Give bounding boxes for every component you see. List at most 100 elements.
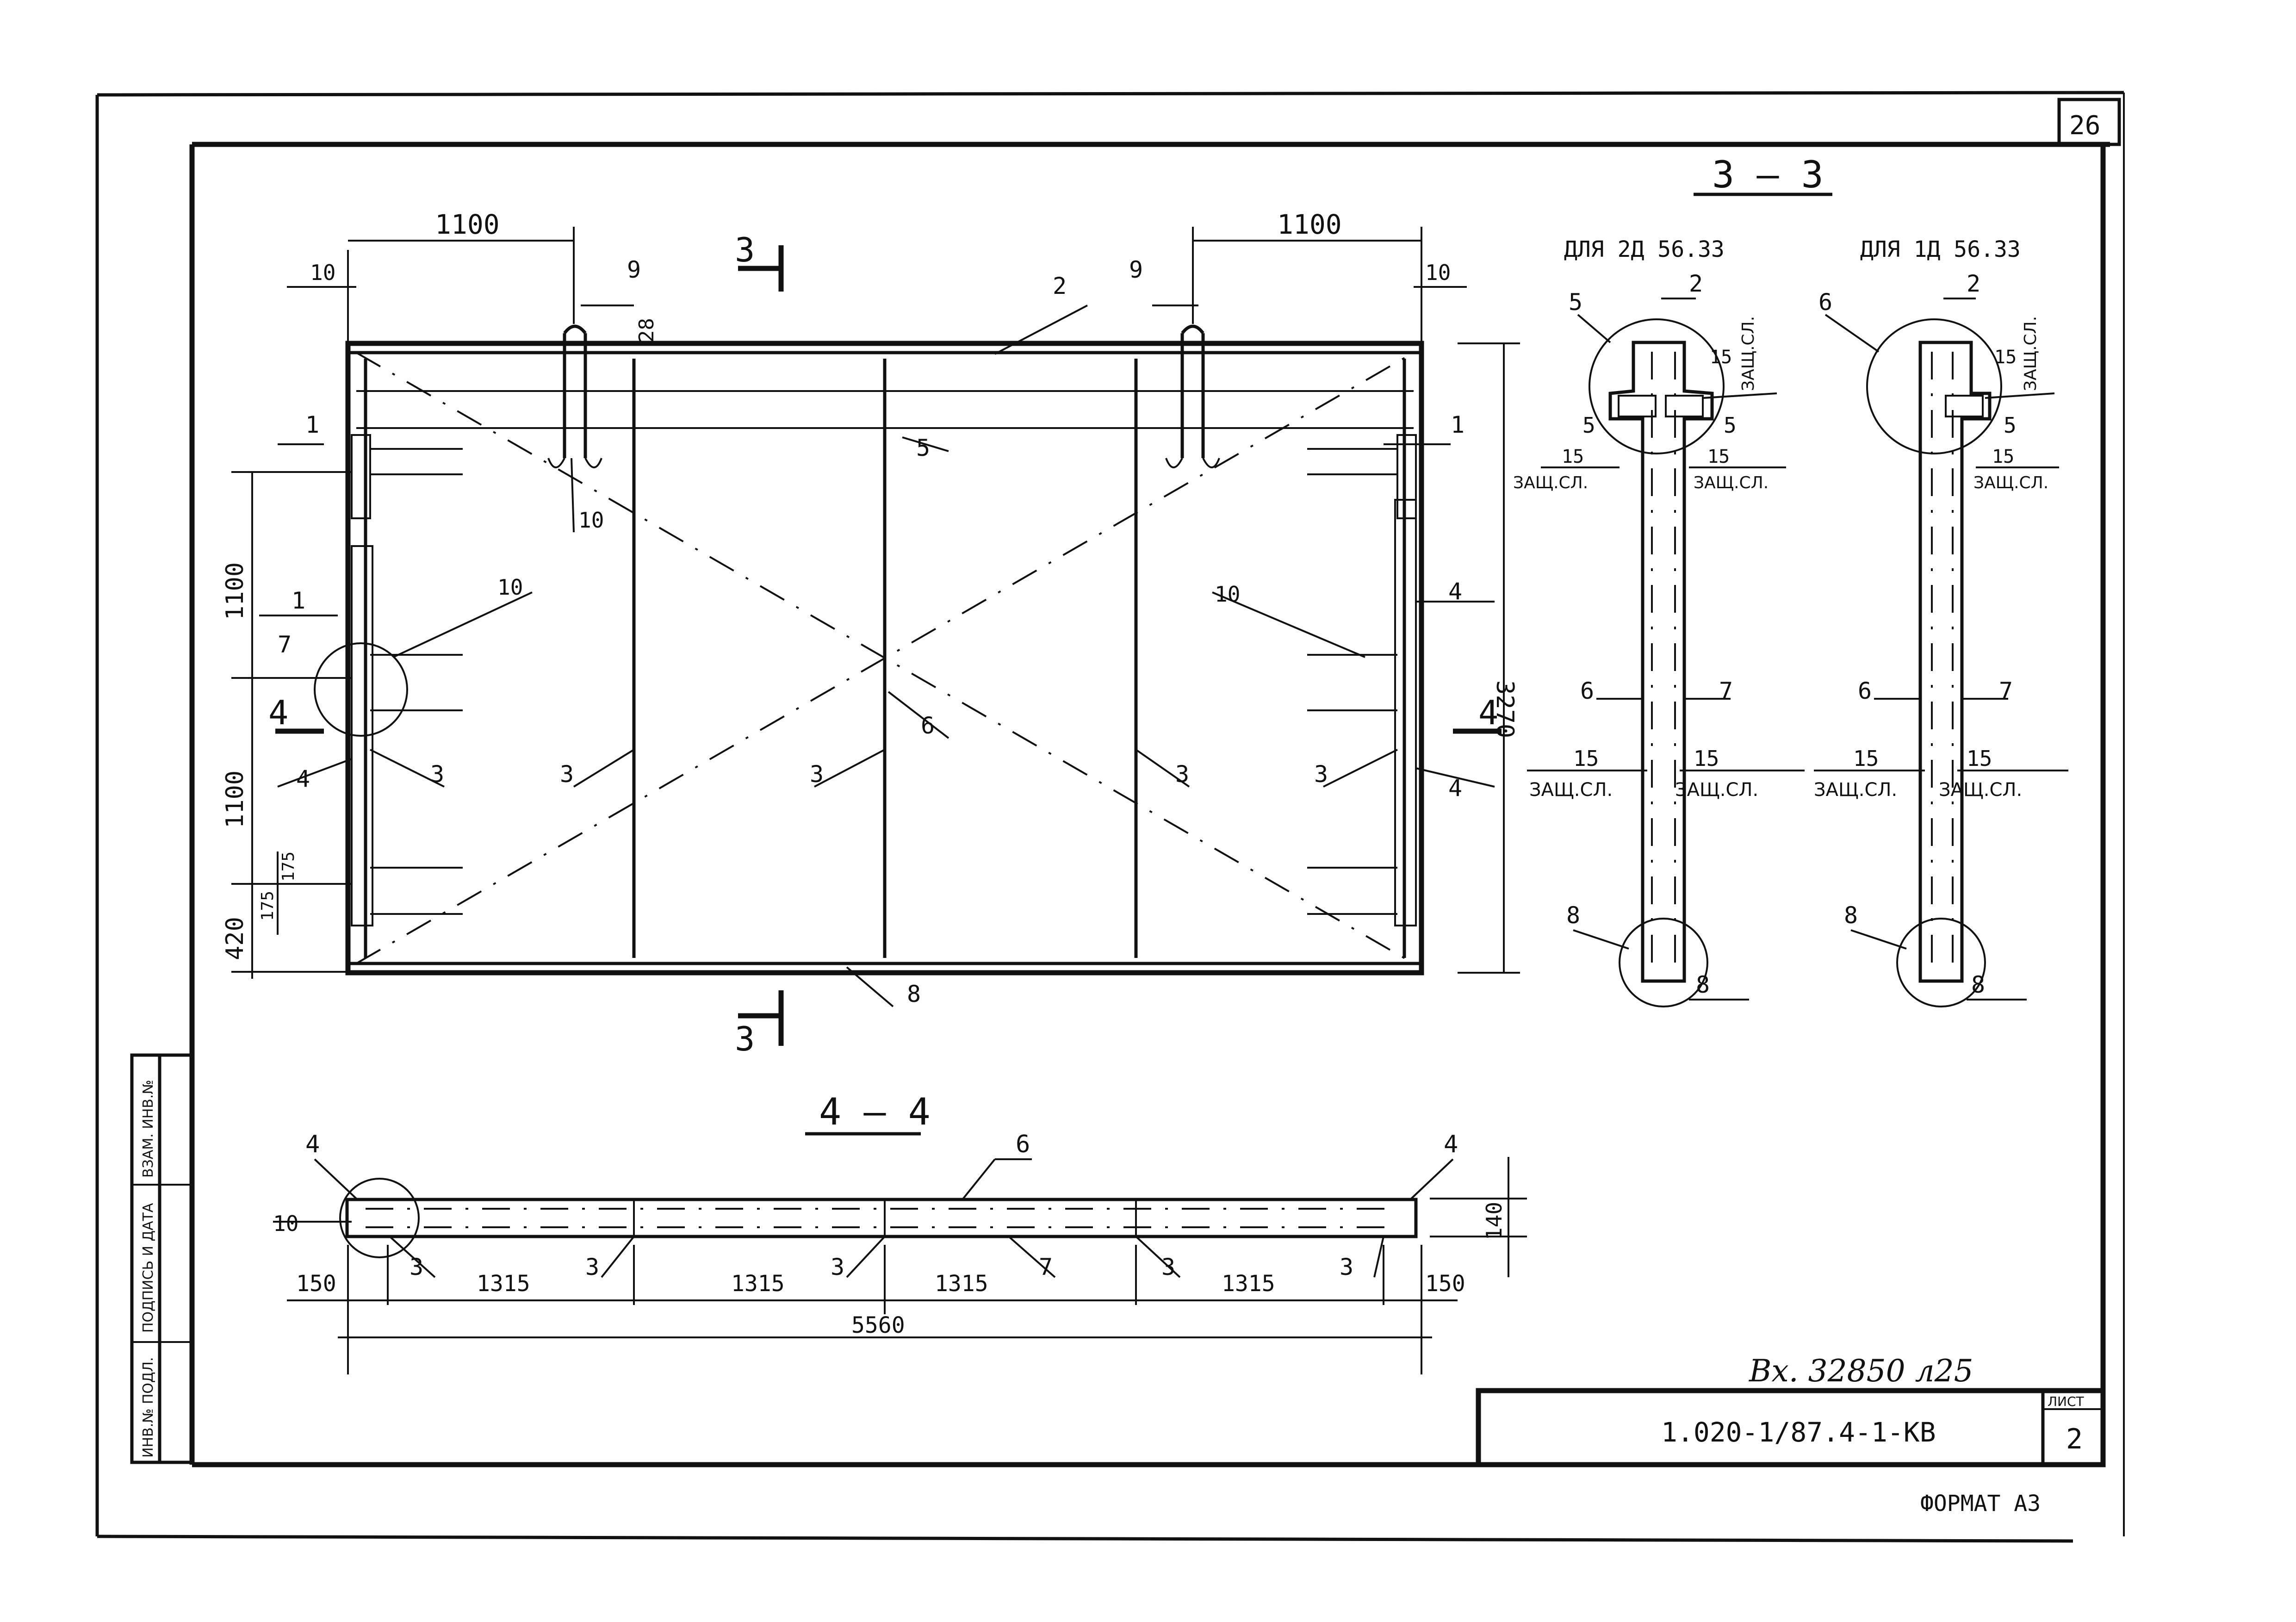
s44-callout-4-right: 4 (1444, 1131, 1458, 1158)
s33-right-callout-8-bottom: 8 (1971, 971, 1985, 998)
section-mark-4-right: 4 (1478, 693, 1498, 732)
s33-right-callout-6: 6 (1858, 677, 1872, 704)
s33-dim-15-e: 15 (1992, 446, 2014, 467)
s33-right-callout-2: 2 (1967, 270, 1980, 297)
s33-cover-c: ЗАЩ.СЛ. (1529, 779, 1613, 801)
dim-left-420: 420 (221, 917, 249, 960)
dim-top-right: 1100 (1277, 209, 1342, 240)
s33-cover-a: ЗАЩ.СЛ. (1513, 473, 1588, 492)
section-3-3-caption-right: ДЛЯ 1Д 56.33 (1860, 236, 2021, 262)
callout-10-top: 10 (578, 508, 604, 533)
s44-callout-3-d: 3 (1161, 1254, 1175, 1280)
dim-edge-left: 10 (310, 260, 335, 285)
section-3-3 (1527, 193, 2068, 1007)
s33-cover-f: ЗАЩ.СЛ. (1814, 779, 1897, 801)
inventory-note: Вх. 32850 л25 (1749, 1353, 1973, 1389)
s44-dim-1315-b: 1315 (731, 1271, 785, 1297)
s44-dim-height-140: 140 (1482, 1202, 1507, 1240)
s33-dim-15-b: 15 (1707, 446, 1730, 467)
s33-left-callout-5-left: 5 (1582, 413, 1595, 438)
s33-dim-15-a: 15 (1562, 446, 1584, 467)
dim-left-175-b: 175 (279, 851, 298, 882)
s33-dim-15-c: 15 (1573, 746, 1599, 771)
callout-3-b: 3 (560, 761, 574, 788)
callout-1-right: 1 (1451, 411, 1464, 438)
dim-height-3270: 3270 (1491, 680, 1519, 738)
dim-top-left: 1100 (435, 209, 500, 240)
s33-right-callout-7: 7 (1999, 677, 2013, 704)
callout-9-left: 9 (627, 256, 641, 283)
section-3-3-caption-left: ДЛЯ 2Д 56.33 (1564, 236, 1725, 262)
callout-10-left: 10 (497, 575, 523, 600)
s44-dim-150-left: 150 (296, 1271, 336, 1297)
callout-1-mid: 1 (292, 587, 305, 614)
s44-callout-3-b: 3 (585, 1254, 599, 1280)
s33-left-callout-2: 2 (1689, 270, 1703, 297)
section-mark-3-top: 3 (735, 230, 755, 269)
s44-callout-4-left: 4 (305, 1131, 320, 1158)
s33-left-callout-8-top: 8 (1566, 902, 1580, 929)
s44-callout-3-a: 3 (410, 1254, 423, 1280)
callout-4-right-upper: 4 (1448, 578, 1462, 605)
sheet-label: ЛИСТ (2048, 1394, 2085, 1409)
dim-edge-right: 10 (1425, 260, 1451, 285)
sheet-frame (95, 91, 2125, 1543)
callout-6: 6 (921, 712, 935, 739)
format-label: ФОРМАТ А3 (1920, 1491, 2041, 1516)
dim-left-1100-lower: 1100 (221, 771, 249, 828)
s33-right-callout-8-top: 8 (1844, 902, 1858, 929)
section-3-3-title: 3 — 3 (1712, 153, 1824, 196)
s33-dim-15-top-right: 15 (1994, 347, 2017, 368)
callout-4-right-lower: 4 (1448, 775, 1462, 802)
s33-dim-15-top-left: 15 (1710, 347, 1732, 368)
stamp-column (130, 1053, 194, 1464)
section-mark-3-bottom: 3 (735, 1019, 755, 1058)
s44-callout-10: 10 (273, 1211, 298, 1236)
dim-left-1100-upper: 1100 (221, 562, 249, 620)
section-mark-4-left: 4 (268, 693, 288, 732)
s33-cover-d: ЗАЩ.СЛ. (1675, 779, 1758, 801)
s33-right-callout-6-top: 6 (1818, 289, 1832, 316)
s33-left-callout-5-top: 5 (1569, 289, 1582, 316)
s33-left-callout-7: 7 (1719, 677, 1733, 704)
s33-cover-top-left: ЗАЩ.СЛ. (1739, 316, 1758, 391)
callout-5: 5 (916, 435, 930, 461)
s33-cover-top-right: ЗАЩ.СЛ. (2021, 316, 2040, 391)
s44-callout-7: 7 (1039, 1254, 1053, 1280)
callout-9-right: 9 (1129, 256, 1143, 283)
callout-1-left: 1 (305, 411, 319, 438)
callout-8: 8 (907, 981, 921, 1007)
document-code: 1.020-1/87.4-1-КВ (1661, 1417, 1936, 1448)
dim-28: 28 (635, 318, 658, 342)
stamp-label-inventory: ИНВ.№ ПОДЛ. (140, 1357, 156, 1458)
s44-dim-150-right: 150 (1425, 1271, 1465, 1297)
s33-left-callout-5-right: 5 (1724, 413, 1737, 438)
callout-3-a: 3 (430, 761, 444, 788)
section-4-4-title: 4 — 4 (819, 1090, 931, 1133)
callout-3-d: 3 (1175, 761, 1189, 788)
callout-7: 7 (278, 631, 292, 658)
dim-left-175-a: 175 (258, 891, 277, 921)
callout-4-left: 4 (296, 765, 310, 792)
s33-left-callout-8-bottom: 8 (1696, 971, 1710, 998)
s33-cover-g: ЗАЩ.СЛ. (1939, 779, 2022, 801)
s44-dim-1315-c: 1315 (935, 1271, 988, 1297)
sheet-number: 26 (2069, 111, 2100, 141)
s33-left-callout-6: 6 (1580, 677, 1594, 704)
s44-dim-total-5560: 5560 (851, 1312, 905, 1338)
s44-callout-6: 6 (1016, 1131, 1030, 1158)
s33-dim-15-f: 15 (1853, 746, 1879, 771)
section-4-4 (273, 1132, 1527, 1374)
callout-3-e: 3 (1314, 761, 1328, 788)
callout-10-right: 10 (1215, 582, 1240, 607)
s33-dim-15-g: 15 (1967, 746, 1992, 771)
sheet-index: 2 (2066, 1423, 2083, 1455)
callout-3-c: 3 (810, 761, 824, 788)
s33-cover-e: ЗАЩ.СЛ. (1973, 473, 2048, 492)
stamp-label-replacement: ВЗАМ. ИНВ.№ (140, 1080, 156, 1178)
s44-dim-1315-a: 1315 (477, 1271, 530, 1297)
main-view (231, 227, 1520, 1046)
s33-dim-15-d: 15 (1694, 746, 1719, 771)
s44-callout-3-c: 3 (831, 1254, 844, 1280)
